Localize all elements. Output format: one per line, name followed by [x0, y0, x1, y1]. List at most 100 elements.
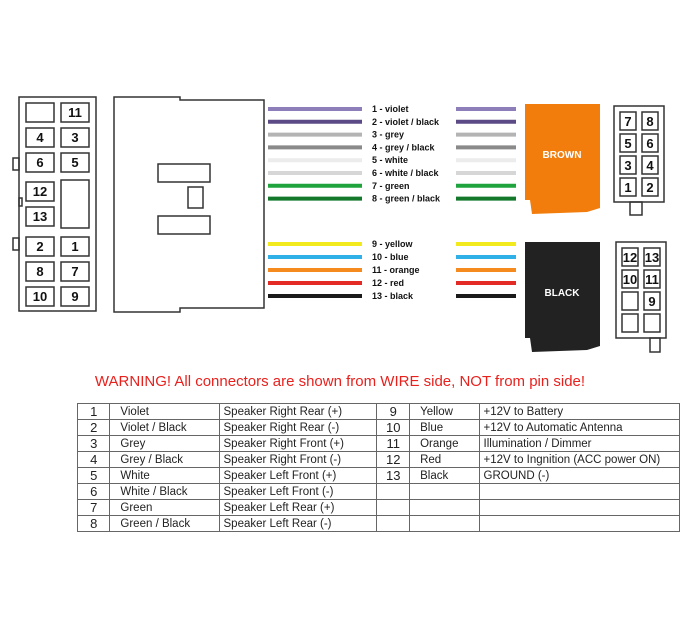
pin-label: 12: [623, 250, 637, 265]
wire-color: Red: [409, 451, 480, 468]
wire-color: [409, 515, 480, 532]
pin-function: GROUND (-): [478, 467, 680, 484]
pin-function: [478, 499, 680, 516]
pin-label: 1: [624, 180, 631, 195]
pin-number: 3: [76, 435, 111, 452]
wire-label: 3 - grey: [372, 130, 404, 140]
black-connector-pins: [615, 241, 667, 353]
pin-label: 13: [645, 250, 659, 265]
middle-connector: [113, 96, 265, 313]
pin-number: 5: [76, 467, 111, 484]
pin-number: 11: [376, 435, 411, 452]
black-block: BLACK: [525, 242, 600, 352]
pin-function: Illumination / Dimmer: [478, 435, 680, 452]
pin-function: +12V to Automatic Antenna: [478, 419, 680, 436]
wire-color: Orange: [409, 435, 480, 452]
pin-label: 4: [646, 158, 654, 173]
wire-label: 11 - orange: [372, 265, 420, 275]
wire-color: Grey: [109, 435, 220, 452]
pin-function: Speaker Left Rear (+): [218, 499, 378, 516]
wire-color: White: [109, 467, 220, 484]
wire-label: 4 - grey / black: [372, 142, 436, 152]
pin-function: Speaker Right Front (+): [218, 435, 378, 452]
pin-label: 10: [33, 289, 47, 304]
pin-function: Speaker Right Rear (+): [218, 403, 378, 420]
pin-label: 5: [71, 155, 78, 170]
wire-label: 13 - black: [372, 291, 414, 301]
wire-label: 10 - blue: [372, 252, 409, 262]
pin-function: [478, 483, 680, 500]
pin-number: 10: [376, 419, 411, 436]
pin-number: 9: [376, 403, 411, 420]
wire-color: Blue: [409, 419, 480, 436]
black-block-label: BLACK: [545, 288, 581, 299]
wire-color: Yellow: [409, 403, 480, 420]
pin-number: 1: [76, 403, 111, 420]
pin-number: 8: [76, 515, 111, 532]
pin-function: Speaker Right Front (-): [218, 451, 378, 468]
pin-number: 7: [76, 499, 111, 516]
brown-block-label: BROWN: [543, 150, 582, 161]
pin-label: 3: [71, 130, 78, 145]
left-connector-pin-labels: 11 4 3 6 5 12 13 2 1 8 7 10 9: [33, 105, 82, 304]
pin-label: 12: [33, 184, 47, 199]
wire-color: Violet: [109, 403, 220, 420]
pin-label: 4: [36, 130, 44, 145]
wire-color: [409, 483, 480, 500]
pin-function: Speaker Left Rear (-): [218, 515, 378, 532]
wire-color: [409, 499, 480, 516]
pin-label: 11: [645, 272, 659, 287]
pin-number: [376, 483, 411, 500]
pin-label: 8: [646, 114, 653, 129]
wire-label: 7 - green: [372, 181, 410, 191]
wiring-diagram: 11 4 3 6 5 12 13 2 1 8 7 10 9 1 - violet…: [12, 96, 667, 353]
wire-color: Grey / Black: [109, 451, 220, 468]
pin-label: 2: [36, 239, 43, 254]
warning-text: WARNING! All connectors are shown from W…: [94, 373, 586, 390]
wire-label: 8 - green / black: [372, 194, 441, 204]
wire-label: 6 - white / black: [372, 168, 440, 178]
pin-label: 6: [36, 155, 43, 170]
pin-function: Speaker Left Front (+): [218, 467, 378, 484]
pin-function: Speaker Right Rear (-): [218, 419, 378, 436]
pin-label: 3: [624, 158, 631, 173]
wire-label: 2 - violet / black: [372, 117, 440, 127]
pin-function: +12V to Battery: [478, 403, 680, 420]
pin-label: 9: [71, 289, 78, 304]
pin-label: 8: [36, 264, 43, 279]
pin-label: 1: [71, 239, 78, 254]
pin-label: 10: [623, 272, 637, 287]
pin-label: 13: [33, 209, 47, 224]
pin-number: 2: [76, 419, 111, 436]
wire-label: 12 - red: [372, 278, 404, 288]
pin-number: [376, 499, 411, 516]
pin-number: 13: [376, 467, 411, 484]
brown-connector-pin-labels: 7 8 5 6 3 4 1 2: [624, 114, 654, 195]
wire-color: Black: [409, 467, 480, 484]
wire-label: 1 - violet: [372, 104, 409, 114]
wire-color: Green: [109, 499, 220, 516]
brown-block: BROWN: [525, 104, 600, 214]
pin-function: [478, 515, 680, 532]
pin-label: 2: [646, 180, 653, 195]
pin-label: 11: [68, 105, 82, 120]
brown-connector-pins: [613, 105, 665, 216]
pin-label: 6: [646, 136, 653, 151]
wire-color: Violet / Black: [109, 419, 220, 436]
left-connector: [12, 96, 97, 312]
wires: 1 - violet 2 - violet / black 3 - grey 4 - …: [268, 104, 516, 301]
pin-number: 4: [76, 451, 111, 468]
wire-label: 9 - yellow: [372, 239, 414, 249]
pin-label: 5: [624, 136, 631, 151]
wire-label: 5 - white: [372, 155, 408, 165]
pin-function: +12V to Ingnition (ACC power ON): [478, 451, 680, 468]
pin-number: [376, 515, 411, 532]
